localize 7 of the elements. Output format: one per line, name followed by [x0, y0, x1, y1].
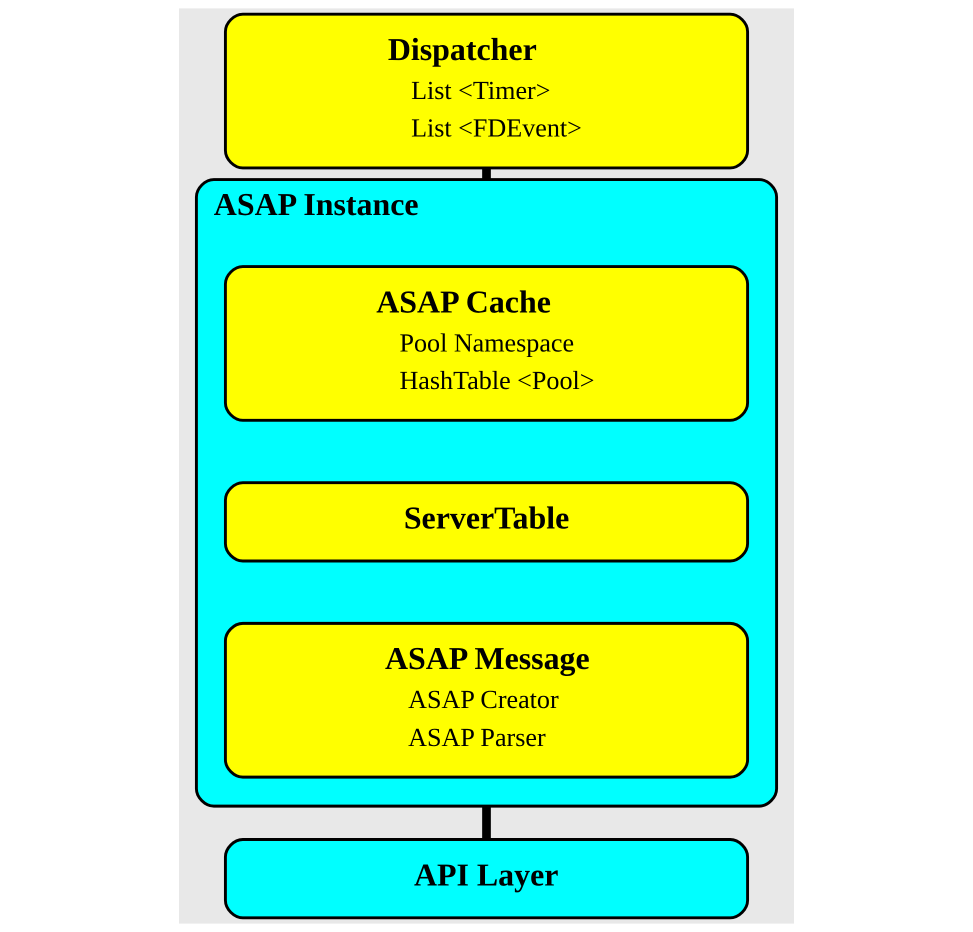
- connector: [482, 168, 491, 180]
- node-box: Dispatcher List <Timer> List <FDEvent>: [224, 12, 750, 170]
- node-box: API Layer: [224, 838, 750, 920]
- node-box: ServerTable: [224, 481, 750, 562]
- node-box: ASAP Cache Pool Namespace HashTable <Pool>: [224, 265, 750, 422]
- node-box: ASAP Message ASAP Creator ASAP Parser: [224, 622, 750, 779]
- connector: [482, 806, 491, 840]
